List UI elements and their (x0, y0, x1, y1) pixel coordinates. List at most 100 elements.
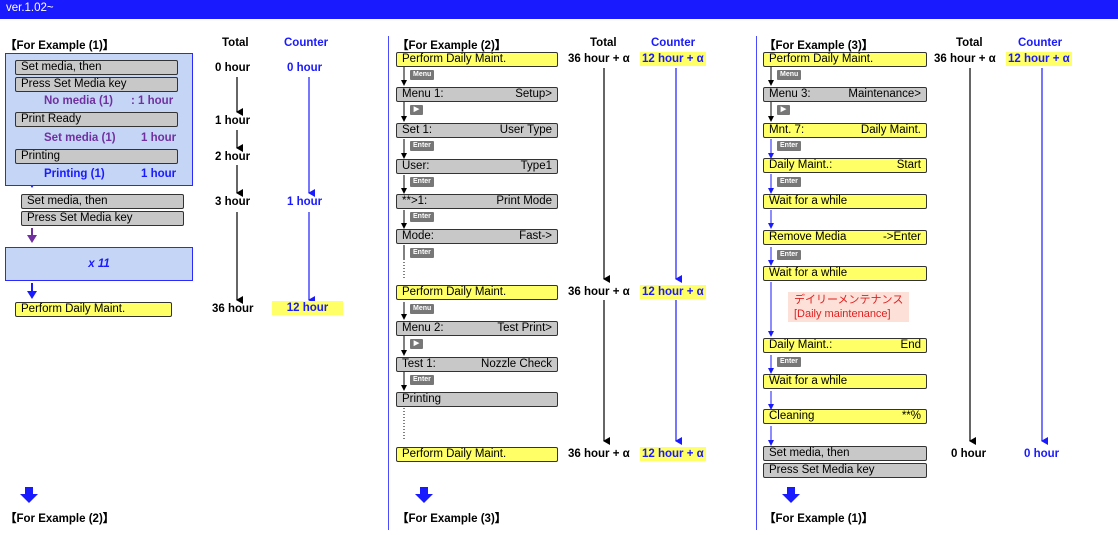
ex2-daily-maint-box-1: Perform Daily Maint. (396, 52, 558, 67)
ex1-title: 【For Example (1)】 (5, 40, 115, 52)
ex3-wait-box-1: Wait for a while (763, 194, 927, 209)
ex2-enter-key-1: Enter (410, 141, 434, 151)
ex1-set-media-time: 1 hour (141, 132, 177, 144)
ex2-test1-label: Test 1: (402, 358, 436, 370)
ex3-counter-1: 12 hour + α (1006, 52, 1072, 66)
ex3-menu3-label: Menu 3: (769, 88, 811, 100)
ex1-printing-label: Printing (1) (44, 168, 105, 180)
ex1-no-media-time: : 1 hour (131, 95, 174, 107)
ex2-play-key-2: ▶ (410, 339, 423, 349)
ex2-next-label: 【For Example (3)】 (397, 513, 507, 525)
ex2-mode-value: Fast-> (519, 230, 552, 242)
ex3-total-header: Total (956, 37, 983, 49)
ex3-enter-key-4: Enter (777, 357, 801, 367)
ex2-menu1-value: Setup> (515, 88, 552, 100)
ex1-no-media-label: No media (1) (44, 95, 114, 107)
ex2-menu-key-2: Menu (410, 304, 435, 314)
version-bar: ver.1.02~ (0, 0, 1118, 19)
ex2-mode-box: Mode: Fast-> (396, 229, 558, 244)
ex3-menu3-box: Menu 3: Maintenance> (763, 87, 927, 102)
ex3-counter-end: 0 hour (1024, 448, 1060, 460)
ex2-set1-label: Set 1: (402, 124, 433, 136)
ex1-daily-maint-box: Perform Daily Maint. (15, 302, 172, 317)
ex3-dm-end-box: Daily Maint.: End (763, 338, 927, 353)
ex3-total-1: 36 hour + α (934, 53, 996, 65)
ex3-note-jp: デイリーメンテナンス (794, 294, 904, 306)
ex3-menu3-value: Maintenance> (848, 88, 921, 100)
ex2-enter-key-5: Enter (410, 375, 434, 385)
ex1-repeat-label: x 11 (88, 258, 110, 270)
ex2-set1-value: User Type (499, 124, 552, 136)
ex1-set-media-label: Set media (1) (44, 132, 116, 144)
ex3-wait-box-2: Wait for a while (763, 266, 927, 281)
ex1-counter-header: Counter (284, 37, 329, 49)
ex2-set1-box: Set 1: User Type (396, 123, 558, 138)
ex3-wait-box-3: Wait for a while (763, 374, 927, 389)
ex1-printing-time: 1 hour (141, 168, 177, 180)
ex2-total-2: 36 hour + α (568, 286, 630, 298)
ex3-counter-header: Counter (1018, 37, 1063, 49)
ex3-press-key-box: Press Set Media key (763, 463, 927, 478)
ex3-set-media-box: Set media, then (763, 446, 927, 461)
ex1-print-ready-box: Print Ready (15, 112, 178, 127)
ex2-menu2-box: Menu 2: Test Print> (396, 321, 558, 336)
ex3-daily-maint-note: デイリーメンテナンス [Daily maintenance] (788, 292, 910, 322)
ex1-total-2: 2 hour (215, 151, 251, 163)
ex3-mnt7-value: Daily Maint. (860, 124, 921, 136)
ex3-daily-maint-box: Perform Daily Maint. (763, 52, 927, 67)
ex3-enter-key-3: Enter (777, 250, 801, 260)
ex1-repeat-group: x 11 (5, 247, 193, 281)
ex2-user-label: User: (402, 160, 430, 172)
ex2-total-3: 36 hour + α (568, 448, 630, 460)
ex2-menu1-box: Menu 1: Setup> (396, 87, 558, 102)
ex3-dm-end-label: Daily Maint.: (769, 339, 833, 351)
ex2-enter-key-2: Enter (410, 177, 434, 187)
ex2-menu1-label: Menu 1: (402, 88, 444, 100)
column-divider-1 (388, 36, 389, 530)
ex3-play-key: ▶ (777, 105, 790, 115)
ex2-counter-2: 12 hour + α (640, 285, 706, 299)
ex2-menu2-value: Test Print> (497, 322, 552, 334)
column-divider-2 (756, 36, 757, 530)
ex1-press-key-box: Press Set Media key (15, 77, 178, 92)
ex1-total-0: 0 hour (215, 62, 251, 74)
ex1-printing-box: Printing (15, 149, 178, 164)
ex2-daily-maint-box-3: Perform Daily Maint. (396, 447, 558, 462)
ex3-dm-start-value: Start (896, 159, 921, 171)
ex3-note-en: [Daily maintenance] (794, 308, 891, 320)
ex2-test1-value: Nozzle Check (481, 358, 552, 370)
ex1-press-key-box-2: Press Set Media key (21, 211, 184, 226)
ex3-total-end: 0 hour (951, 448, 987, 460)
ex3-mnt7-label: Mnt. 7: (769, 124, 805, 136)
ex1-total-3: 3 hour (215, 196, 251, 208)
ex2-counter-1: 12 hour + α (640, 52, 706, 66)
ex2-printing-box: Printing (396, 392, 558, 407)
ex3-cleaning-box: Cleaning**% (763, 409, 927, 424)
ex3-remove-media-value: ->Enter (882, 231, 921, 243)
ex2-menu2-label: Menu 2: (402, 322, 444, 334)
ex2-enter-key-3: Enter (410, 212, 434, 222)
ex1-counter-1: 1 hour (287, 196, 323, 208)
ex2-print-mode-box: **>1:Print Mode (396, 194, 558, 209)
ex2-mode-label: Mode: (402, 230, 434, 242)
ex2-menu-key: Menu (410, 70, 435, 80)
ex2-user-box: User:Type1 (396, 159, 558, 174)
ex1-counter-2: 12 hour (272, 301, 343, 315)
ex3-dm-end-value: End (900, 339, 921, 351)
ex3-menu-key: Menu (777, 70, 802, 80)
ex2-title: 【For Example (2)】 (397, 40, 507, 52)
ex2-test1-box: Test 1: Nozzle Check (396, 357, 558, 372)
ex2-daily-maint-box-2: Perform Daily Maint. (396, 285, 558, 300)
ex1-total-4: 36 hour (212, 303, 254, 315)
ex2-play-key: ▶ (410, 105, 423, 115)
ex2-print-mode-value: Print Mode (496, 195, 552, 207)
ex1-next-label: 【For Example (2)】 (5, 513, 115, 525)
ex3-enter-key-2: Enter (777, 177, 801, 187)
ex3-remove-media-label: Remove Media (769, 231, 847, 243)
ex1-set-media-box: Set media, then (15, 60, 178, 75)
ex3-cleaning-value: **% (901, 410, 921, 422)
ex2-enter-key-4: Enter (410, 248, 434, 258)
ex3-mnt7-box: Mnt. 7: Daily Maint. (763, 123, 927, 138)
ex1-total-header: Total (222, 37, 249, 49)
ex3-title: 【For Example (3)】 (764, 40, 874, 52)
